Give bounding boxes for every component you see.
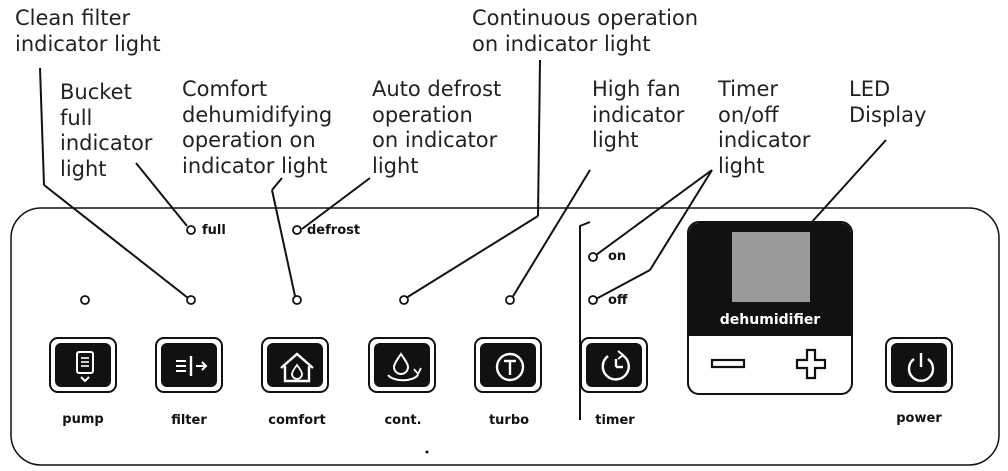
callout-auto-defrost: Auto defrost operation on indicator ligh… [372, 77, 502, 178]
cont-label: cont. [384, 413, 422, 428]
display-top-panel: dehumidifier [689, 223, 851, 336]
cont-button[interactable] [368, 337, 436, 393]
callout-led-display: LED Display [849, 77, 927, 127]
plus-icon [795, 348, 827, 380]
comfort-button[interactable] [261, 337, 329, 393]
callout-bucket-full: Bucket full indicator light [60, 80, 153, 181]
plus-button[interactable] [795, 348, 827, 380]
indicator-dot-timer-on [588, 252, 598, 262]
indicator-label-full: full [202, 223, 226, 238]
leader-clean-filter [39, 67, 45, 186]
indicator-dot-timer-off [588, 295, 598, 305]
comfort-label: comfort [268, 413, 326, 428]
callout-continuous: Continuous operation on indicator light [472, 6, 699, 56]
indicator-label-on: on [608, 249, 627, 264]
timer-label: timer [595, 413, 635, 428]
turbo-label: turbo [488, 413, 530, 428]
continuous-drop-icon [387, 352, 422, 382]
indicator-label-defrost: defrost [307, 223, 361, 238]
leader-defrost [301, 177, 371, 230]
filter-icon [176, 356, 208, 376]
timer-button[interactable] [580, 337, 648, 393]
power-label: power [896, 411, 942, 426]
indicator-dot-turbo [505, 295, 515, 305]
indicator-dot-pump [80, 295, 90, 305]
indicator-dot-full [186, 225, 196, 235]
filter-button[interactable] [155, 337, 223, 393]
leader-continuous-2 [405, 215, 539, 299]
indicator-dot-comfort [292, 295, 302, 305]
indicator-dot-defrost [292, 225, 302, 235]
timer-icon [601, 350, 630, 381]
leader-comfort [271, 177, 283, 191]
pump-icon [76, 351, 94, 383]
stray-dot [425, 450, 429, 454]
pump-label: pump [62, 412, 104, 427]
led-display-module: dehumidifier [687, 221, 853, 395]
display-controls [710, 348, 827, 380]
turbo-button[interactable] [474, 337, 542, 393]
indicator-dot-filter [186, 295, 196, 305]
callout-comfort: Comfort dehumidifying operation on indic… [182, 77, 333, 178]
led-screen [732, 232, 810, 302]
turbo-t-icon [495, 352, 525, 382]
callout-timer: Timer on/off indicator light [718, 77, 811, 178]
power-button[interactable] [885, 337, 953, 393]
comfort-home-icon [280, 352, 314, 383]
leader-bucket-full [135, 162, 188, 227]
minus-button[interactable] [710, 358, 746, 369]
leader-clean-filter-2 [43, 184, 189, 299]
leader-timer-off-2 [595, 269, 651, 300]
leader-timer-off [649, 169, 713, 271]
pump-button[interactable] [49, 337, 117, 393]
callout-clean-filter: Clean filter indicator light [15, 6, 161, 56]
leader-timer-on [595, 169, 713, 256]
power-icon [907, 353, 935, 382]
minus-icon [710, 358, 746, 369]
leader-continuous [537, 59, 541, 217]
display-brand-label: dehumidifier [719, 312, 821, 328]
leader-high-fan [511, 169, 591, 299]
indicator-label-off: off [608, 293, 628, 308]
leader-comfort-2 [271, 189, 296, 297]
indicator-dot-cont [399, 295, 409, 305]
panel-outline [10, 207, 1000, 466]
filter-label: filter [171, 413, 207, 428]
callout-high-fan: High fan indicator light [592, 77, 685, 152]
